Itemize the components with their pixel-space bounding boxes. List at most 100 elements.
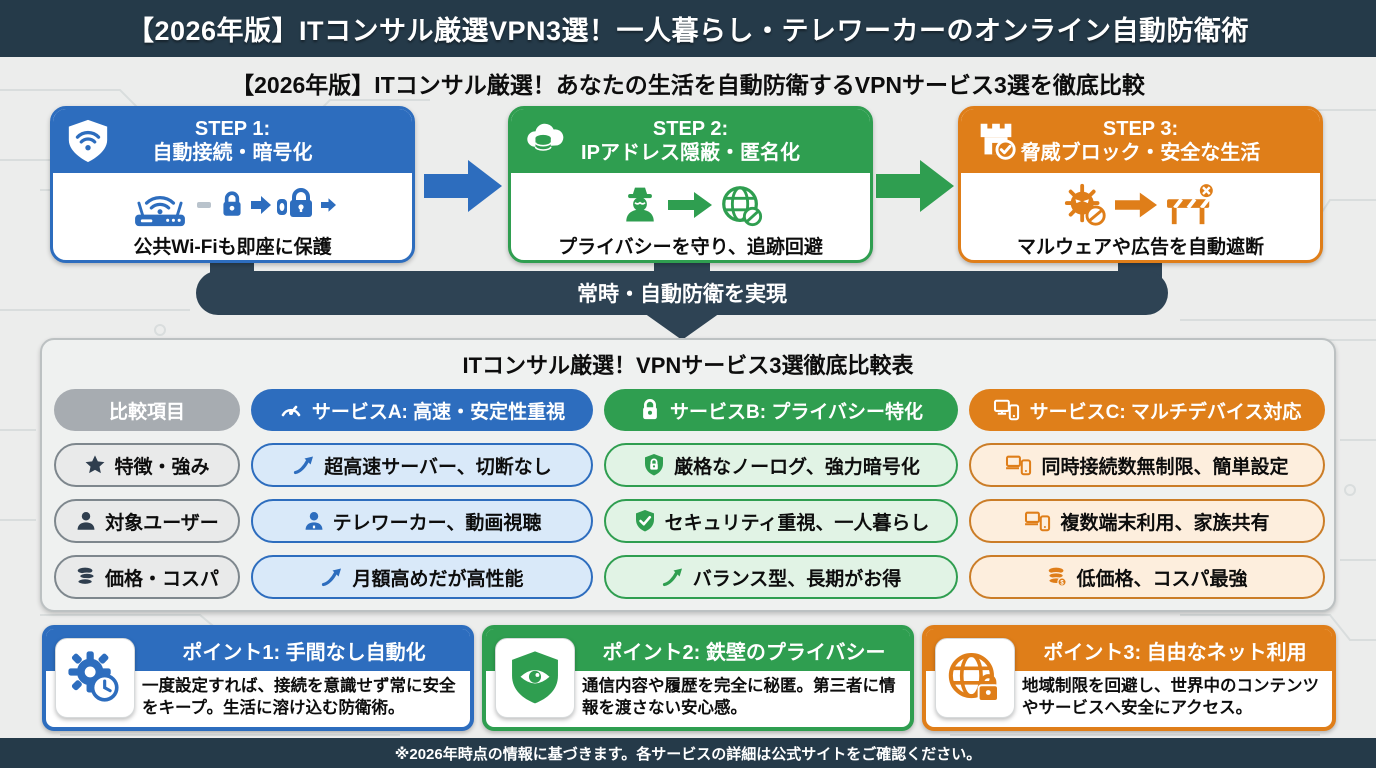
point-2-box: ポイント2: 鉄壁のプライバシー 通信内容や履歴を完全に秘匿。第三者に情報を渡さ… (482, 625, 914, 731)
lock-icon (639, 398, 661, 422)
page-title: 【2026年版】ITコンサル厳選VPN3選！一人暮らし・テレワーカーのオンライン… (126, 16, 1250, 46)
gear-clock-icon (68, 651, 119, 702)
globe-lock-icon (948, 652, 999, 702)
shield-eye-icon (512, 651, 558, 704)
step-1-title-line1: STEP 1: (194, 118, 271, 140)
signal-dash-icon (197, 202, 211, 208)
row-label-text: 特徴・強み (114, 456, 210, 478)
point-1-icon-tile (55, 638, 135, 718)
point-3-box: ポイント3: 自由なネット利用 地域制限を回避し、世界中のコンテンツやサービスへ… (922, 625, 1336, 731)
column-header-label: サービスB: プライバシー特化 (670, 401, 923, 423)
column-header-label: サービスC: マルチデバイス対応 (1029, 401, 1302, 423)
cell-text: 月額高めだが高性能 (352, 568, 524, 590)
trend-up-icon (292, 453, 316, 477)
column-header-criteria: 比較項目 (54, 389, 240, 431)
cell-a-price: 月額高めだが高性能 (251, 555, 593, 599)
cell-c-target-users: 複数端末利用、家族共有 (969, 499, 1325, 543)
trend-up-icon (320, 565, 344, 589)
fortress-check-icon (980, 123, 1016, 160)
user-icon (303, 510, 325, 532)
cell-a-features: 超高速サーバー、切断なし (251, 443, 593, 487)
point-3-icon-tile (935, 638, 1015, 718)
globe-blocked-icon (721, 186, 762, 227)
row-label-text: 対象ユーザー (105, 512, 219, 534)
laptop-phone-icon (1005, 453, 1033, 477)
column-header-service-c: サービスC: マルチデバイス対応 (969, 389, 1325, 431)
step-2-header: STEP 2: IPアドレス隠蔽・匿名化 (511, 109, 870, 173)
column-header-service-b: サービスB: プライバシー特化 (604, 389, 958, 431)
laptop-phone-icon (1024, 509, 1052, 533)
step-2-body: プライバシーを守り、追跡回避 (511, 173, 870, 260)
point-2-body: 通信内容や履歴を完全に秘匿。第三者に情報を渡さない安心感。 (582, 677, 896, 717)
barrier-x-icon (1166, 182, 1215, 225)
flow-arrow-1 (424, 160, 502, 212)
arrow-right-icon (1114, 192, 1157, 218)
row-label-text: 価格・コスパ (104, 568, 219, 590)
arrow-right-icon (321, 198, 336, 212)
point-1-title: ポイント1: 手間なし自動化 (182, 641, 426, 664)
cell-b-target-users: セキュリティ重視、一人暮らし (604, 499, 958, 543)
point-1-body: 一度設定すれば、接続を意識せず常に安全をキープ。生活に溶け込む防衛術。 (142, 677, 456, 717)
step-3-caption: マルウェアや広告を自動遮断 (1016, 237, 1264, 258)
shield-lock-icon (642, 453, 666, 477)
subtitle: 【2026年版】ITコンサル厳選！あなたの生活を自動防衛するVPNサービス3選を… (231, 72, 1145, 98)
column-header-service-a: サービスA: 高速・安定性重視 (251, 389, 593, 431)
cell-a-target-users: テレワーカー、動画視聴 (251, 499, 593, 543)
comparison-table: ITコンサル厳選！VPNサービス3選徹底比較表 比較項目 サービスA: 高速・安… (40, 338, 1336, 612)
flow-banner-label: 常時・自動防衛を実現 (577, 283, 787, 306)
lock-encrypted-icon (277, 188, 312, 217)
step-1-header: STEP 1: 自動接続・暗号化 (53, 109, 412, 173)
cell-c-features: 同時接続数無制限、簡単設定 (969, 443, 1325, 487)
flow-banner: 常時・自動防衛を実現 (196, 271, 1168, 315)
step-2-caption: プライバシーを守り、追跡回避 (558, 237, 823, 258)
cell-b-features: 厳格なノーログ、強力暗号化 (604, 443, 958, 487)
footer-note: ※2026年時点の情報に基づきます。各サービスの詳細は公式サイトをご確認ください… (394, 745, 982, 763)
user-icon (75, 510, 97, 532)
devices-icon (993, 398, 1021, 422)
step-3-title-line1: STEP 3: (1102, 118, 1179, 140)
footer-disclaimer: ※2026年時点の情報に基づきます。各サービスの詳細は公式サイトをご確認ください… (0, 738, 1376, 768)
star-icon (84, 454, 106, 476)
step-3-body: マルウェアや広告を自動遮断 (961, 173, 1320, 260)
cell-b-price: バランス型、長期がお得 (604, 555, 958, 599)
arrow-right-icon (251, 196, 271, 214)
point-2-icon-tile (495, 638, 575, 718)
step-3-box: STEP 3: 脅威ブロック・安全な生活 (958, 106, 1323, 263)
step-2-title-line1: STEP 2: (652, 118, 729, 140)
cell-c-price: $ 低価格、コスパ最強 (969, 555, 1325, 599)
cell-text: 厳格なノーログ、強力暗号化 (674, 456, 920, 478)
step-2-box: STEP 2: IPアドレス隠蔽・匿名化 プライバシ (508, 106, 873, 263)
row-label-target-users: 対象ユーザー (54, 499, 240, 543)
wifi-router-icon (135, 196, 185, 227)
step-3-header: STEP 3: 脅威ブロック・安全な生活 (961, 109, 1320, 173)
step-1-body: 公共Wi-Fiも即座に保護 (53, 173, 412, 260)
step-1-box: STEP 1: 自動接続・暗号化 (50, 106, 415, 263)
cell-text: テレワーカー、動画視聴 (332, 512, 542, 534)
lock-icon (223, 191, 241, 216)
step-2-title-line2: IPアドレス隠蔽・匿名化 (581, 142, 800, 164)
comparison-table-title: ITコンサル厳選！VPNサービス3選徹底比較表 (462, 353, 914, 378)
cloud-database-icon (527, 123, 564, 153)
shield-wifi-icon (68, 119, 108, 163)
step-1-caption: 公共Wi-Fiも即座に保護 (133, 237, 332, 258)
point-3-title: ポイント3: 自由なネット利用 (1043, 641, 1307, 664)
column-header-label: サービスA: 高速・安定性重視 (311, 401, 566, 423)
virus-blocked-icon (1064, 183, 1106, 226)
point-1-box: ポイント1: 手間なし自動化 一度設定すれば、接続を意識せず常に安全をキープ。生… (42, 625, 474, 731)
point-3-body: 地域制限を回避し、世界中のコンテンツやサービスへ安全にアクセス。 (1022, 677, 1319, 717)
coins-dollar-icon: $ (1046, 566, 1068, 588)
cell-text: バランス型、長期がお得 (692, 568, 902, 590)
row-label-features: 特徴・強み (54, 443, 240, 487)
point-2-title: ポイント2: 鉄壁のプライバシー (602, 641, 886, 664)
top-banner: 【2026年版】ITコンサル厳選VPN3選！一人暮らし・テレワーカーのオンライン… (0, 0, 1376, 57)
shield-check-icon (633, 509, 657, 533)
column-header-label: 比較項目 (108, 401, 185, 423)
speedometer-icon (279, 398, 303, 422)
trend-up-icon (661, 565, 685, 589)
row-label-price: 価格・コスパ (54, 555, 240, 599)
flow-down-arrow (644, 313, 720, 340)
cell-text: 低価格、コスパ最強 (1076, 568, 1248, 590)
arrow-right-icon (667, 192, 712, 218)
cell-text: 超高速サーバー、切断なし (324, 456, 552, 478)
coins-icon (75, 566, 97, 588)
